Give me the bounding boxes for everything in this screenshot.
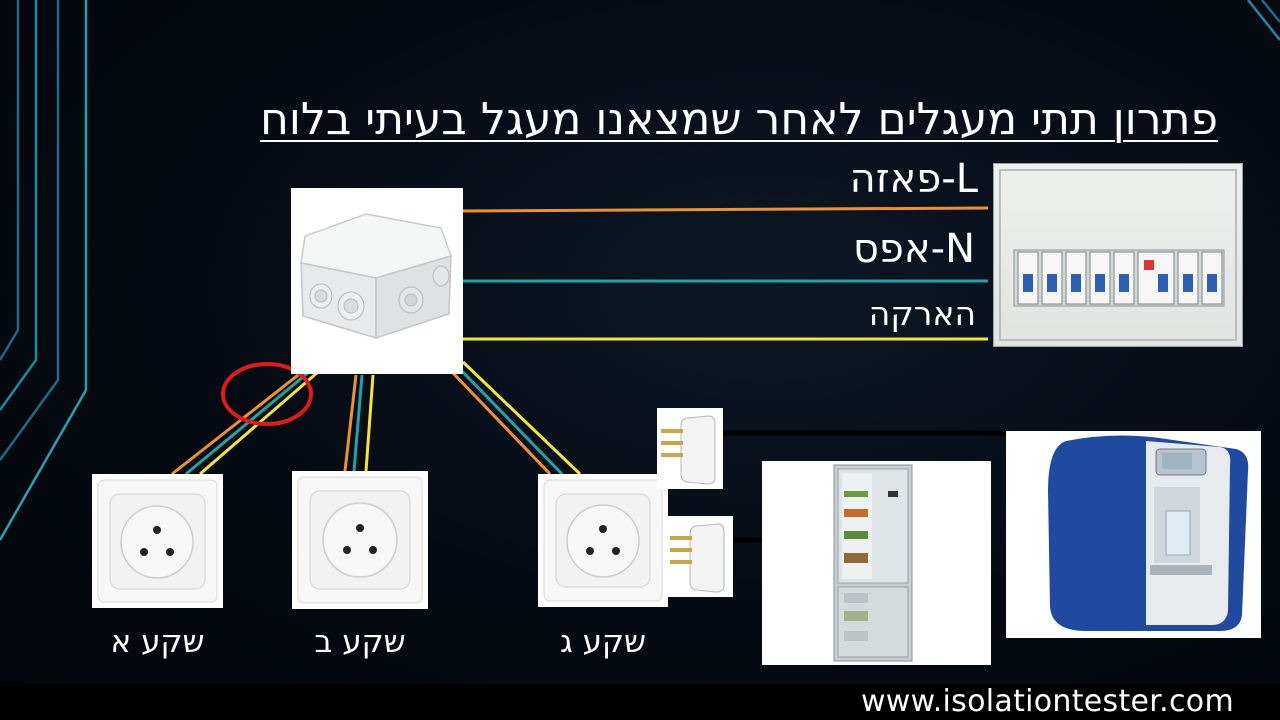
plug-icon-top	[657, 408, 723, 489]
socket-b	[292, 471, 428, 609]
refrigerator-image	[762, 461, 991, 665]
footer-bar	[0, 684, 1280, 720]
wires-to-socket-b	[343, 374, 375, 472]
plug-icon-bottom	[666, 516, 733, 597]
phase-wire	[461, 206, 989, 213]
wires-to-socket-c	[450, 360, 582, 476]
water-dispenser-image	[1006, 431, 1261, 638]
wires-to-socket-a	[171, 370, 319, 476]
footer-url: www.isolationtester.com	[860, 684, 1234, 719]
socket-a-label: שקע א	[110, 624, 205, 660]
junction-box-image	[291, 188, 463, 374]
socket-b-label: שקע ב	[314, 624, 406, 660]
socket-c-label: שקע ג	[560, 624, 646, 660]
page-title: פתרון תתי מעגלים לאחר שמצאנו מעגל בעיתי …	[260, 94, 1218, 145]
socket-c	[538, 474, 668, 607]
earth-label: הארקה	[868, 294, 976, 333]
fault-marker	[221, 362, 313, 426]
distribution-panel-image	[993, 163, 1243, 347]
neutral-label: N-אפס	[852, 226, 975, 272]
socket-a	[92, 474, 223, 608]
phase-label: L-פאזה	[849, 156, 978, 202]
